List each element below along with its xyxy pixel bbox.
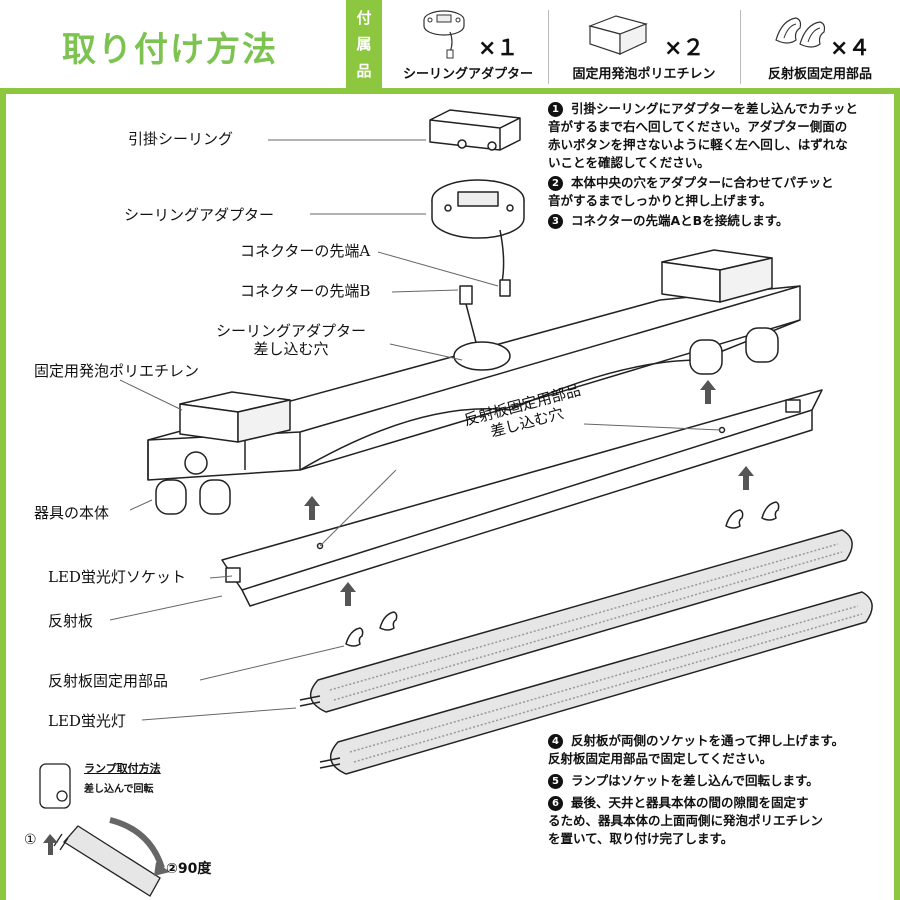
label-line: シーリングアダプター (216, 322, 367, 340)
step-number: 1 (548, 102, 563, 117)
label-led-socket: LED蛍光灯ソケット (48, 568, 186, 586)
accessories-tag-char: 品 (356, 62, 372, 81)
fixture-body-icon (147, 285, 801, 515)
lamp-inset-subtitle: 差し込んで回転 (84, 784, 154, 795)
step-text: 最後、天井と器具本体の間の隙間を固定す (571, 795, 809, 810)
label-led-tube: LED蛍光灯 (48, 712, 126, 730)
label-reflector: 反射板 (48, 612, 94, 630)
page-title: 取り付け方法 (62, 30, 278, 70)
divider (548, 10, 549, 84)
foam-block-icon (588, 15, 648, 55)
step-text: 音がするまでしっかりと押し上げます。 (548, 193, 772, 208)
foam-block-icon (179, 249, 773, 443)
led-tube-icon (299, 529, 873, 775)
label-reflector-part: 反射板固定用部品 (48, 672, 169, 690)
label-line: 差し込む穴 (253, 340, 329, 358)
step-number: 6 (548, 796, 563, 811)
step-5: 5 ランプはソケットを差し込んで回転します。 (548, 772, 888, 790)
label-foam: 固定用発泡ポリエチレン (34, 362, 200, 380)
step-number: 3 (548, 214, 563, 229)
lamp-inset-icon (39, 763, 170, 897)
accessories-tag-char: 付 (356, 8, 372, 27)
label-ceiling-adapter: シーリングアダプター (124, 206, 275, 224)
step-number: 5 (548, 774, 563, 789)
label-fixture-body: 器具の本体 (34, 504, 110, 522)
step-text: 赤いボタンを押さないように軽く左へ回し、はずれな (548, 137, 848, 152)
step-text: 反射板が両側のソケットを通って押し上げます。 (571, 733, 845, 748)
step-text: コネクターの先端AとBを接続します。 (571, 213, 789, 228)
connector-b-icon (459, 285, 479, 351)
content-frame (0, 88, 900, 900)
step-text: ランプはソケットを差し込んで回転します。 (571, 773, 819, 788)
hanging-ceiling-icon (429, 109, 521, 151)
accessory-qty: ×２ (664, 36, 705, 61)
reflector-icon (221, 389, 823, 607)
up-arrow-icon (304, 380, 754, 606)
step-number: 2 (548, 176, 563, 191)
step-text: 音がするまで右へ回してください。アダプター側面の (548, 119, 848, 134)
lamp-inset-step2: ②90度 (166, 861, 212, 877)
accessory-qty: ×１ (478, 36, 519, 61)
accessory-label: シーリングアダプター (402, 67, 533, 82)
label-connector-b: コネクターの先端B (240, 282, 371, 300)
accessory-label: 固定用発泡ポリエチレン (572, 67, 716, 82)
reflector-clip-icon (775, 17, 826, 48)
label-adapter-hole: シーリングアダプター 差し込む穴 (216, 322, 366, 358)
header: 取り付け方法 付 属 品 ×１ シーリングアダプター ×２ 固定用発泡ポリエチレ… (0, 0, 900, 88)
accessory-foam: ×２ 固定用発泡ポリエチレン (552, 0, 736, 88)
lamp-inset-title: ランプ取付方法 (84, 762, 161, 775)
step-text: 反射板固定用部品で固定してください。 (548, 751, 773, 766)
step-1: 1 引掛シーリングにアダプターを差し込んでカチッと 音がするまで右へ回してください… (548, 100, 888, 172)
accessories-tag: 付 属 品 (346, 0, 382, 88)
step-text: いことを確認してください。 (548, 155, 710, 170)
accessory-label: 反射板固定用部品 (767, 67, 872, 82)
step-3: 3 コネクターの先端AとBを接続します。 (548, 212, 888, 230)
divider (740, 10, 741, 84)
step-text: を置いて、取り付け完了します。 (548, 831, 734, 846)
ceiling-adapter-icon (431, 179, 525, 297)
lamp-inset-step1: ① (24, 832, 37, 848)
label-connector-a: コネクターの先端A (240, 242, 371, 260)
label-hanging-ceiling: 引掛シーリング (128, 130, 234, 148)
reflector-clip-icon (345, 501, 780, 647)
accessory-ceiling-adapter: ×１ シーリングアダプター (392, 0, 544, 88)
accessory-qty: ×４ (830, 36, 871, 61)
steps-top: 1 引掛シーリングにアダプターを差し込んでカチッと 音がするまで右へ回してください… (548, 100, 888, 232)
step-4: 4 反射板が両側のソケットを通って押し上げます。 反射板固定用部品で固定してくださ… (548, 732, 888, 768)
step-6: 6 最後、天井と器具本体の間の隙間を固定す るため、器具本体の上面両側に発泡ポリエ… (548, 794, 888, 848)
step-2: 2 本体中央の穴をアダプターに合わせてパチッと 音がするまでしっかりと押し上げます… (548, 174, 888, 210)
step-text: 本体中央の穴をアダプターに合わせてパチッと (571, 175, 834, 190)
leader-lines (109, 139, 721, 721)
step-text: 引掛シーリングにアダプターを差し込んでカチッと (571, 101, 858, 116)
ceiling-adapter-icon (423, 10, 465, 59)
accessory-reflector-clip: ×４ 反射板固定用部品 (744, 0, 896, 88)
steps-bottom: 4 反射板が両側のソケットを通って押し上げます。 反射板固定用部品で固定してくださ… (548, 732, 888, 850)
step-number: 4 (548, 734, 563, 749)
accessories-tag-char: 属 (356, 35, 372, 54)
step-text: るため、器具本体の上面両側に発泡ポリエチレン (548, 813, 824, 828)
